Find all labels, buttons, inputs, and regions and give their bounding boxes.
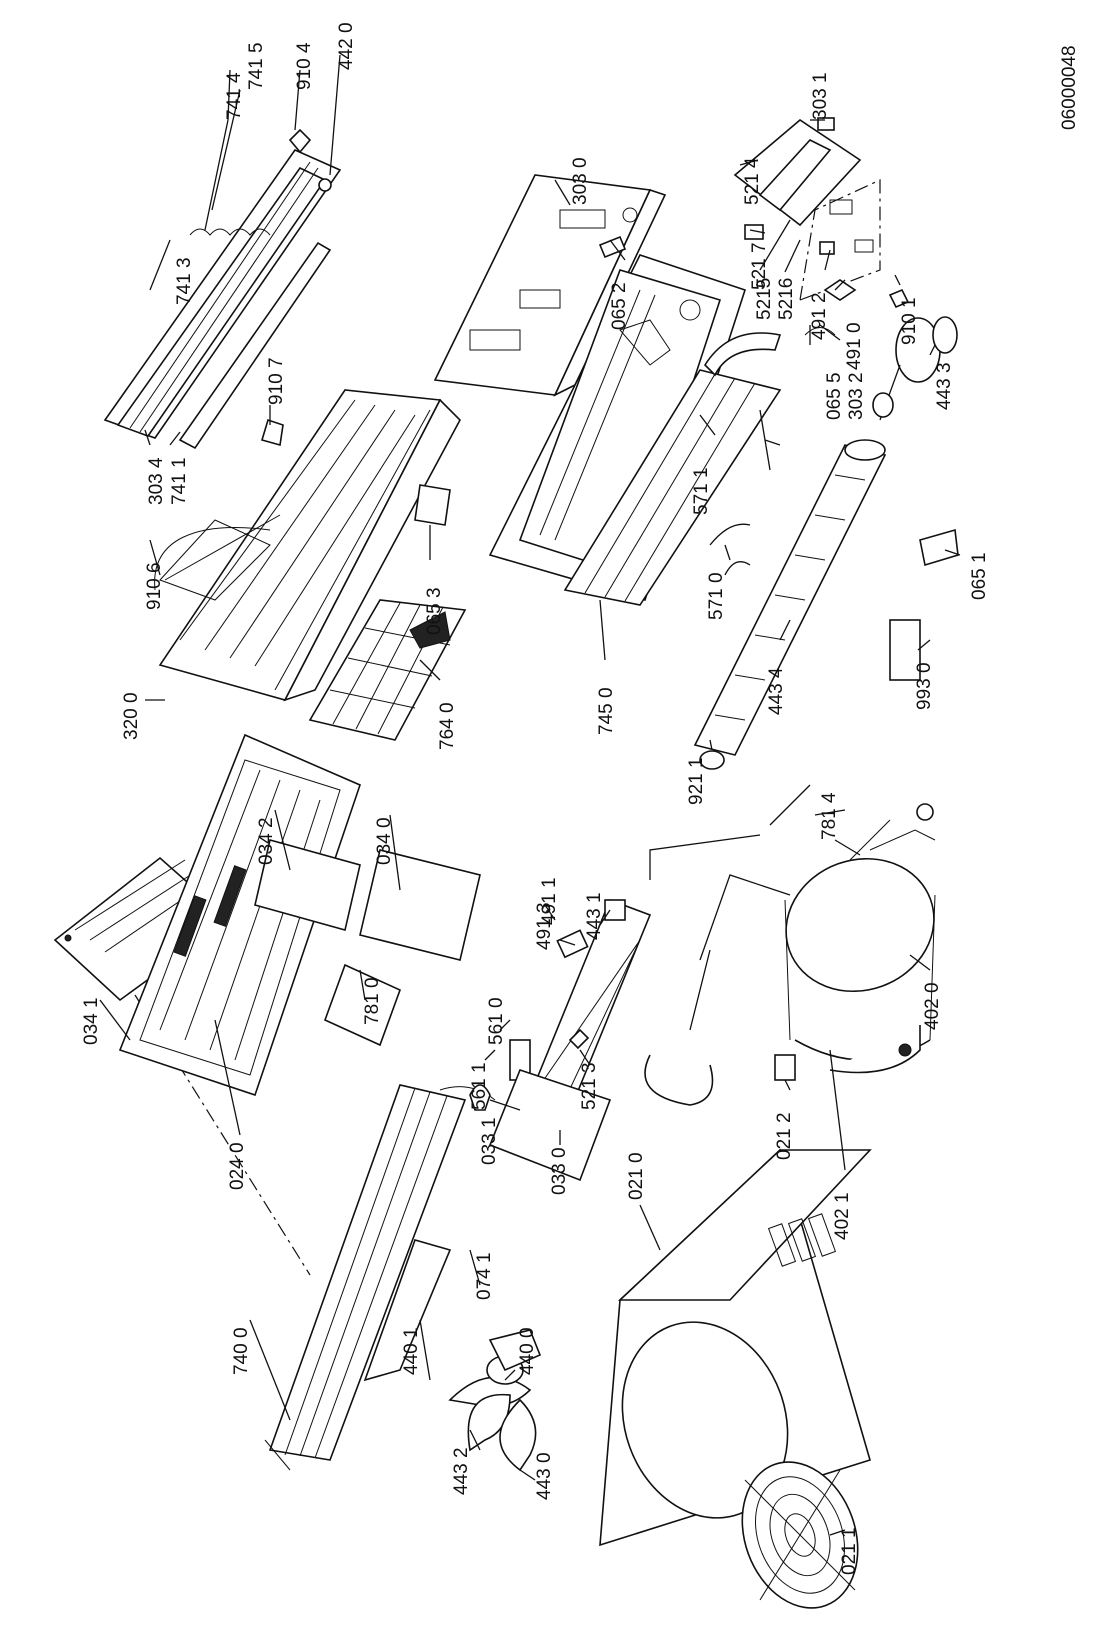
part-labels: 741 4 741 5 910 4 442 0 741 3 303 4 741 … [81,22,1080,1575]
label-910-7: 910 7 [266,357,287,405]
control-box [733,117,910,336]
front-panel [154,389,461,702]
side-cover [919,528,959,567]
outer-casing [599,1054,872,1547]
label-303-0: 303 0 [570,157,591,205]
label-074-1: 074 1 [474,1252,495,1300]
label-781-0: 781 0 [362,977,383,1025]
remote-controller [889,619,921,681]
label-033-0: 033 0 [549,1147,570,1195]
label-741-3: 741 3 [174,257,195,305]
label-034-0: 034 0 [374,817,395,865]
label-491-1: 491 1 [539,877,560,925]
condenser-coil [264,1084,496,1471]
air-filter [308,599,467,741]
compressor [644,803,936,1106]
label-740-0: 740 0 [231,1327,252,1375]
label-741-1: 741 1 [169,457,190,505]
label-443-1: 443 1 [584,892,605,940]
control-box-bracket [433,174,667,397]
label-303-2: 303 2 [846,372,867,420]
label-741-5: 741 5 [246,42,267,90]
document-number: 06000048 [1059,45,1080,130]
side-plate [359,849,481,961]
label-561-0: 561 0 [486,997,507,1045]
side-plate-top [254,839,361,931]
label-561-1: 561 1 [469,1062,490,1110]
valve-bracket [323,963,402,1047]
label-993-0: 993 0 [914,662,935,710]
label-034-1: 034 1 [81,997,102,1045]
label-491-0: 491 0 [844,322,865,370]
label-921-1: 921 1 [686,757,707,805]
label-303-1: 303 1 [810,72,831,120]
label-491-3: 491 3 [534,902,555,950]
label-571-1: 571 1 [691,467,712,515]
label-491-2: 491 2 [809,292,830,340]
evaporator-coil [563,332,782,606]
label-440-0: 440 0 [517,1327,538,1375]
label-781-4: 781 4 [819,792,840,840]
base-frame [118,733,361,1097]
cross-flow-fan [693,439,887,770]
label-065-5: 065 5 [824,372,845,420]
label-521-3: 521 3 [579,1062,600,1110]
label-764-0: 764 0 [437,702,458,750]
label-033-1: 033 1 [479,1117,500,1165]
label-021-1: 021 1 [839,1527,860,1575]
label-024-0: 024 0 [227,1142,248,1190]
label-021-2: 021 2 [774,1112,795,1160]
label-065-1: 065 1 [969,552,990,600]
label-443-2: 443 2 [451,1447,472,1495]
label-303-4: 303 4 [146,457,167,505]
label-5215: 5215 [754,278,775,320]
label-443-3: 443 3 [934,362,955,410]
label-034-2: 034 2 [256,817,277,865]
label-402-0: 402 0 [922,982,943,1030]
label-910-1: 910 1 [899,297,920,345]
label-745-0: 745 0 [596,687,617,735]
label-065-2: 065 2 [609,282,630,330]
sensor-wire [709,523,751,576]
label-910-6: 910 6 [144,562,165,610]
fan-motor [872,316,958,421]
label-521-4: 521 4 [742,157,763,205]
label-021-0: 021 0 [626,1152,647,1200]
label-741-4: 741 4 [224,72,245,120]
label-442-0: 442 0 [336,22,357,70]
label-402-1: 402 1 [832,1192,853,1240]
label-910-4: 910 4 [294,42,315,90]
louver-assembly [103,128,342,450]
outdoor-fan [448,1329,542,1472]
fan-guard [741,1461,859,1609]
leader-lines [99,54,961,1536]
label-065-3: 065 3 [424,587,445,635]
clip [260,418,284,447]
label-521-7: 521 7 [749,242,770,290]
label-443-0: 443 0 [534,1452,555,1500]
label-5216: 5216 [776,278,797,320]
display-cover [414,484,451,526]
label-440-1: 440 1 [401,1327,422,1375]
label-571-0: 571 0 [706,572,727,620]
terminal-cover [488,1069,612,1182]
refrigerant-tube [649,784,846,880]
label-443-4: 443 4 [766,667,787,715]
label-320-0: 320 0 [121,692,142,740]
